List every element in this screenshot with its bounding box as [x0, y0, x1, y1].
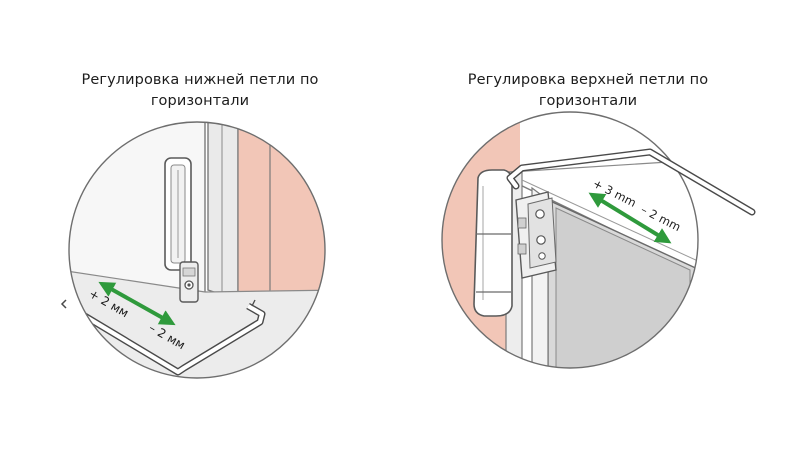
title-bottom-hinge-line1: Регулировка нижней петли по [81, 72, 319, 88]
hex-key-tool-left [69, 298, 266, 376]
hex-key-tool-right [506, 148, 756, 216]
title-top-hinge: Регулировка верхней петли по горизонтали [428, 70, 748, 112]
title-top-hinge-line2: горизонтали [538, 93, 638, 109]
frame-profile [207, 122, 239, 301]
top-hinge-circle [441, 111, 699, 369]
title-top-hinge-line1: Регулировка верхней петли по [467, 72, 709, 88]
top-hinge-circle-content: + 3 mm – 2 mm [442, 112, 698, 368]
bottom-hinge-body [164, 157, 199, 303]
top-hinge-illustration: + 3 mm – 2 mm [441, 111, 756, 369]
top-hinge-body [473, 169, 557, 317]
title-bottom-hinge: Регулировка нижней петли по горизонтали [40, 70, 360, 112]
title-bottom-hinge-line2: горизонтали [150, 93, 250, 109]
adjustment-arrow-right [588, 192, 672, 244]
adjustment-arrow-left [98, 281, 176, 326]
bottom-hinge-circle [68, 121, 326, 379]
bottom-hinge-illustration: + 2 мм – 2 мм [60, 121, 326, 379]
bottom-hinge-circle-content: + 2 мм – 2 мм [69, 122, 325, 378]
